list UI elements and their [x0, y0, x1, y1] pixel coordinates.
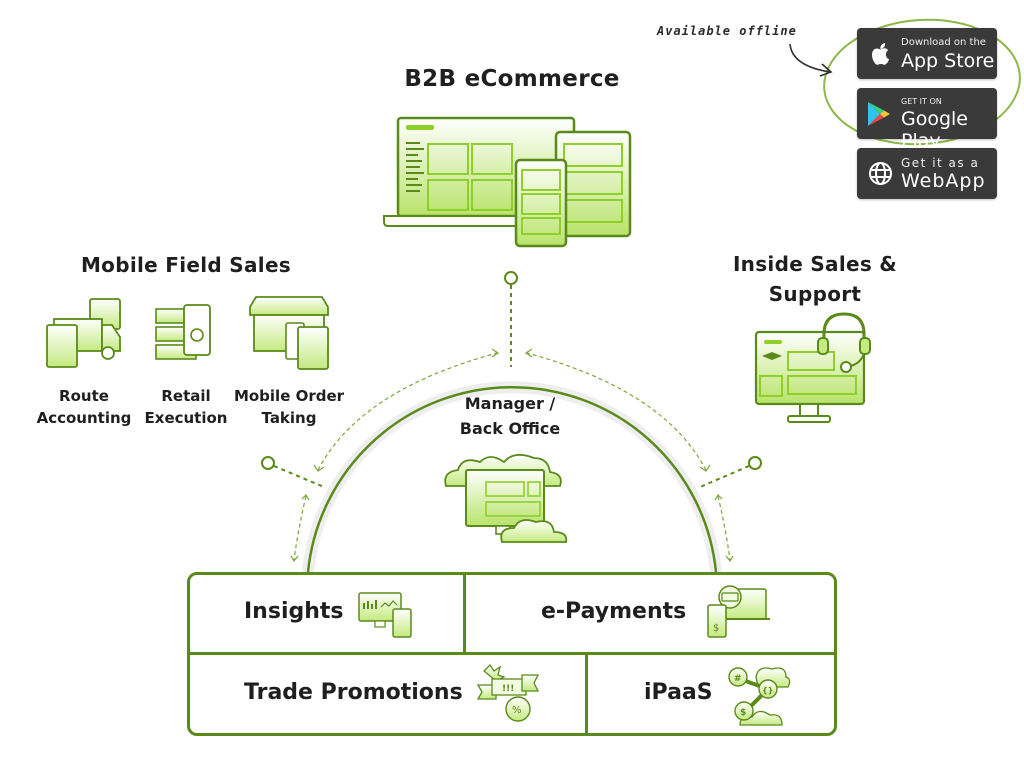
- back-office-cloud-icon: [444, 453, 568, 543]
- connector-node-left: [261, 456, 275, 470]
- offline-note: Available offline: [657, 24, 797, 38]
- webapp-button[interactable]: Get it as a WebApp: [857, 148, 997, 199]
- epayments-label: e-Payments: [541, 599, 687, 624]
- modules-grid: Insights e-Payments $ Trade Promotions !…: [187, 572, 837, 736]
- inside-sales-title-line2: Support: [768, 282, 862, 306]
- inside-sales-title: Inside Sales & Support: [700, 249, 930, 309]
- offline-highlight-circle: [823, 18, 1021, 146]
- mobile-order-taking-icon: [249, 296, 329, 370]
- ipaas-icon: # {} $: [728, 667, 791, 726]
- svg-text:!!!: !!!: [502, 684, 514, 694]
- app-store-button[interactable]: Download on the App Store: [857, 28, 997, 79]
- route-accounting-icon: [46, 298, 121, 368]
- retail-execution-label: Retail Execution: [138, 385, 234, 429]
- svg-text:#: #: [734, 674, 742, 684]
- epayments-icon: $: [707, 585, 770, 638]
- devices-illustration: [383, 116, 632, 248]
- ipaas-label: iPaaS: [644, 680, 713, 705]
- mobile-order-taking-label: Mobile Order Taking: [232, 385, 346, 429]
- trade-promotions-label: Trade Promotions: [244, 680, 463, 705]
- back-office-title-line2: Back Office: [459, 419, 561, 438]
- svg-text:$: $: [713, 623, 719, 634]
- google-play-big-label: Google Play: [901, 108, 969, 152]
- svg-text:$: $: [740, 708, 746, 718]
- retail-execution-icon: [155, 304, 211, 360]
- route-accounting-label: Route Accounting: [34, 385, 134, 429]
- app-store-big-label: App Store: [901, 50, 995, 72]
- app-store-small-label: Download on the: [901, 37, 986, 48]
- ipaas-module[interactable]: iPaaS # {} $: [588, 655, 834, 733]
- google-play-small-label: GET IT ON: [901, 97, 942, 106]
- connector-node-top: [504, 271, 518, 285]
- route-accounting-line1: Route: [59, 387, 109, 405]
- field-sales-title: Mobile Field Sales: [80, 253, 292, 277]
- webapp-big-label: WebApp: [901, 170, 986, 192]
- globe-icon: [869, 162, 892, 185]
- offline-arrow-icon: [789, 43, 831, 73]
- back-office-arch-line: [306, 386, 718, 573]
- trade-promotions-icon: !!! %: [476, 663, 540, 722]
- epayments-module[interactable]: e-Payments $: [466, 575, 834, 655]
- insights-icon: [358, 592, 412, 638]
- google-play-icon: [868, 102, 890, 126]
- support-monitor-icon: [754, 312, 871, 423]
- back-office-title: Manager / Back Office: [430, 391, 590, 441]
- connector-node-right: [748, 456, 762, 470]
- svg-text:{}: {}: [762, 686, 773, 695]
- svg-text:%: %: [512, 705, 522, 716]
- retail-execution-line1: Retail: [161, 387, 211, 405]
- b2b-title: B2B eCommerce: [404, 66, 620, 92]
- insights-label: Insights: [244, 599, 344, 624]
- route-accounting-line2: Accounting: [36, 409, 132, 427]
- mobile-order-taking-line2: Taking: [261, 409, 317, 427]
- insights-module[interactable]: Insights: [190, 575, 466, 655]
- google-play-button[interactable]: GET IT ON Google Play: [857, 88, 997, 152]
- inside-sales-title-line1: Inside Sales &: [732, 252, 898, 276]
- trade-promotions-module[interactable]: Trade Promotions !!! %: [190, 655, 588, 733]
- retail-execution-line2: Execution: [144, 409, 228, 427]
- apple-icon: [872, 43, 890, 65]
- mobile-order-taking-line1: Mobile Order: [233, 387, 345, 405]
- back-office-title-line1: Manager /: [464, 394, 556, 413]
- webapp-small-label: Get it as a: [901, 156, 980, 170]
